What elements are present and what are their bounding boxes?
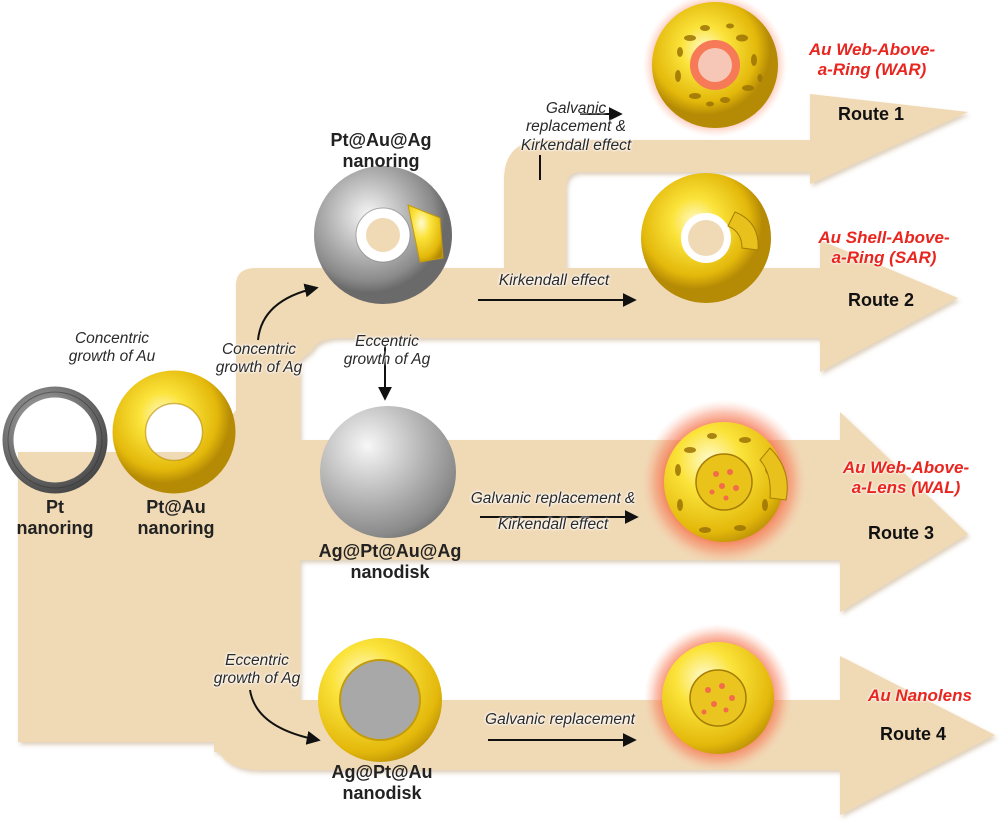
- pt-nanoring-label-line2: nanoring: [16, 518, 94, 539]
- pathway-network: [18, 94, 995, 815]
- eccentric-ag-low-label: Eccentric growth of Ag: [196, 652, 318, 689]
- ag-pt-au-ag-nanodisk-label-line1: Ag@Pt@Au@Ag: [318, 541, 462, 561]
- war-line2: a-Ring (WAR): [817, 60, 927, 80]
- route3-process-label: Galvanic replacement & Kirkendall effect: [446, 490, 660, 535]
- concentric-ag-line1: Concentric: [221, 341, 297, 358]
- eccentric-ag-mid-line2: growth of Ag: [343, 351, 431, 369]
- wal-line1: Au Web-Above-: [842, 458, 970, 477]
- process-arrows: [249, 107, 639, 747]
- route3-label: Route 3: [868, 523, 935, 543]
- route4-arrow: [214, 656, 995, 815]
- concentric-au-line1: Concentric: [74, 330, 150, 347]
- pt-au-nanoring-label-line1: Pt@Au: [146, 497, 206, 517]
- arrow-concentric-ag: [257, 283, 319, 341]
- nanolens-line1: Au Nanolens: [868, 686, 972, 705]
- route1-branch: [504, 94, 968, 268]
- eccentric-ag-mid-label: Eccentric growth of Ag: [326, 333, 448, 370]
- ag-pt-au-ag-nanodisk-label: Ag@Pt@Au@Ag nanodisk: [310, 541, 470, 583]
- eccentric-ag-low-line2: growth of Ag: [213, 670, 301, 688]
- sar-line1: Au Shell-Above-: [818, 228, 950, 247]
- wal-line2: a-Lens (WAL): [851, 478, 961, 498]
- route2-process-line1: Kirkendall effect: [498, 272, 610, 289]
- concentric-au-label: Concentric growth of Au: [42, 330, 182, 367]
- pt-au-ag-nanoring-shape: [314, 166, 452, 304]
- war-line1: Au Web-Above-: [808, 40, 936, 59]
- pt-au-ag-nanoring-label-line1: Pt@Au@Ag: [330, 130, 432, 150]
- eccentric-ag-low-line1: Eccentric: [225, 652, 289, 669]
- sar-product-label: Au Shell-Above- a-Ring (SAR): [796, 228, 972, 268]
- pt-nanoring-shape: [2, 386, 108, 494]
- route2-process-label: Kirkendall effect: [474, 272, 634, 290]
- ag-pt-au-nanodisk-label-line2: nanodisk: [342, 783, 422, 804]
- ag-pt-au-nanodisk-shape: [318, 638, 442, 762]
- concentric-au-line2: growth of Au: [68, 348, 156, 366]
- nanolens-product-shape: [644, 624, 792, 772]
- pt-nanoring-label-line1: Pt: [46, 497, 64, 517]
- ag-pt-au-ag-nanodisk-shape: [320, 406, 456, 538]
- wal-product-shape: [642, 400, 806, 564]
- initial-pathway: [18, 452, 268, 742]
- pt-au-nanoring-label: Pt@Au nanoring: [128, 497, 224, 539]
- ag-pt-au-nanodisk-label-line1: Ag@Pt@Au: [331, 762, 433, 782]
- route2-label: Route 2: [848, 290, 915, 310]
- route4-process-label: Galvanic replacement: [460, 711, 660, 729]
- route1-process-line3: Kirkendall effect: [520, 136, 632, 154]
- eccentric-ag-mid-line1: Eccentric: [355, 333, 419, 350]
- war-product-shape: [643, 0, 787, 137]
- route1-process-line1: Galvanic: [545, 100, 607, 117]
- sar-product-shape: [641, 173, 771, 303]
- route4-process-line1: Galvanic replacement: [485, 711, 635, 728]
- ag-pt-au-nanodisk-label: Ag@Pt@Au nanodisk: [312, 762, 452, 804]
- sar-line2: a-Ring (SAR): [831, 248, 937, 268]
- route3-process-line2: Kirkendall effect: [497, 516, 609, 534]
- arrow-eccentric-ag-low: [249, 689, 321, 745]
- concentric-ag-label: Concentric growth of Ag: [198, 341, 320, 378]
- pt-au-nanoring-shape: [112, 370, 236, 494]
- nanolens-product-label: Au Nanolens: [850, 686, 990, 706]
- route1-process-label: Galvanic replacement & Kirkendall effect: [500, 100, 652, 155]
- route4-label: Route 4: [880, 724, 947, 744]
- concentric-ag-line2: growth of Ag: [215, 359, 303, 377]
- war-product-label: Au Web-Above- a-Ring (WAR): [788, 40, 956, 80]
- pt-au-ag-nanoring-label-line2: nanoring: [342, 151, 420, 172]
- route1-process-line2: replacement &: [526, 118, 626, 136]
- pt-au-ag-nanoring-label: Pt@Au@Ag nanoring: [318, 130, 444, 172]
- route1-label: Route 1: [838, 104, 905, 124]
- pt-au-nanoring-label-line2: nanoring: [137, 518, 215, 539]
- ag-pt-au-ag-nanodisk-label-line2: nanodisk: [350, 562, 430, 583]
- route3-process-line1: Galvanic replacement &: [470, 490, 636, 507]
- pt-nanoring-label: Pt nanoring: [12, 497, 98, 539]
- wal-product-label: Au Web-Above- a-Lens (WAL): [818, 458, 994, 498]
- lower-trunk: [214, 560, 300, 700]
